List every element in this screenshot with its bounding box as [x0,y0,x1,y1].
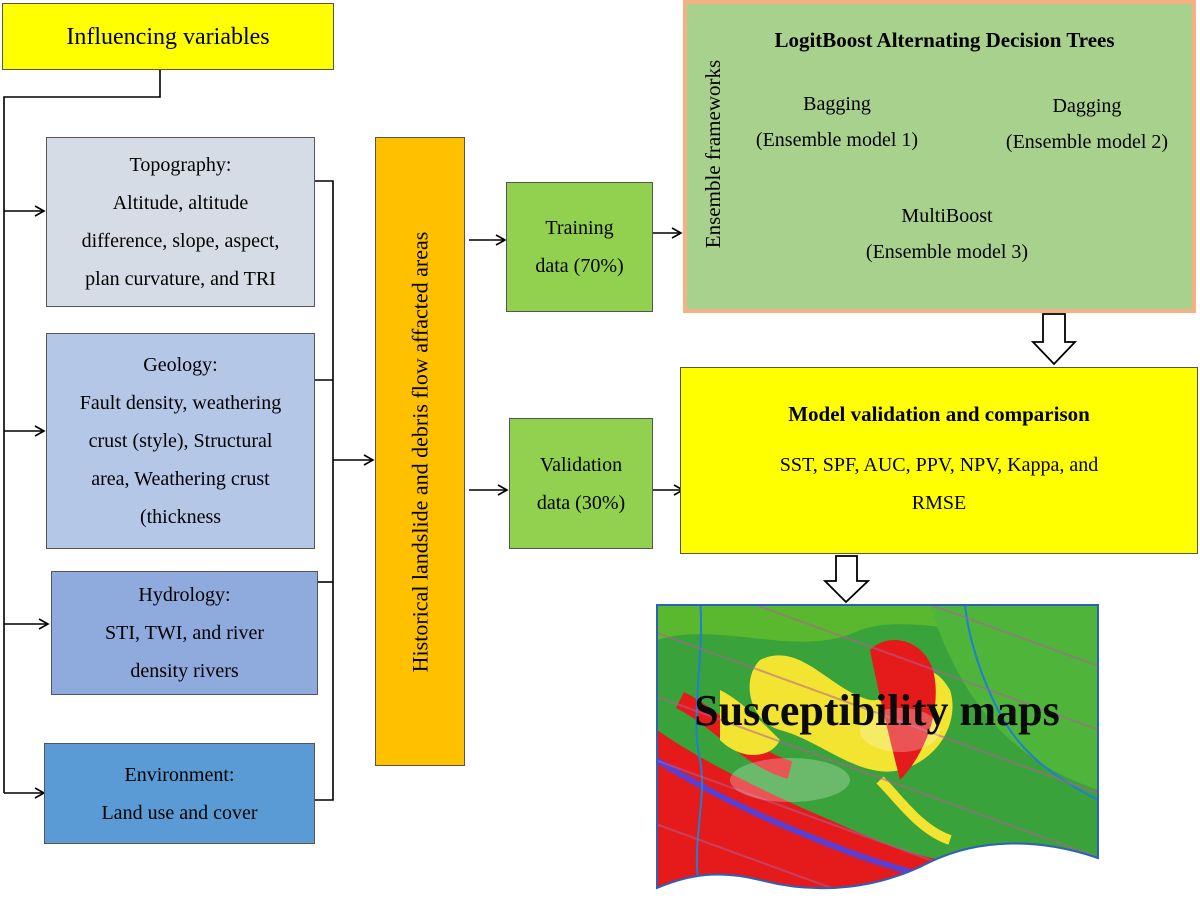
block-arrow-down-1 [1030,313,1078,366]
model-validation-box: Model validation and comparison SST, SPF… [680,367,1198,554]
block-arrow-down-2 [822,555,871,604]
training-data-box: Training data (70%) [506,182,653,312]
environment-box: Environment: Land use and cover [44,743,315,844]
multiboost-model: MultiBoost (Ensemble model 3) [865,205,1029,263]
susceptibility-map-image [657,605,1098,889]
bagging-model: Bagging (Ensemble model 1) [755,93,919,151]
historical-landslide-label: Historical landslide and debris flow aff… [407,231,433,673]
ensemble-side-label: Ensemble frameworks [701,59,725,249]
model-validation-title: Model validation and comparison [788,402,1090,426]
susceptibility-maps-title: Susceptibility maps [694,686,1060,735]
influencing-variables-box: Influencing variables [2,3,334,70]
ensemble-title: LogitBoost Alternating Decision Trees [774,28,1115,52]
environment-title: Environment: [124,763,235,786]
topography-title: Topography: [129,154,232,176]
hydrology-box: Hydrology: STI, TWI, and river density r… [51,571,318,695]
hydrology-title: Hydrology: [138,584,231,606]
collect-bracket [315,180,334,801]
geology-title: Geology: [143,354,218,376]
influencing-variables-label: Influencing variables [66,23,270,50]
dagging-model: Dagging (Ensemble model 2) [1005,95,1169,153]
geology-box: Geology: Fault density, weathering crust… [46,333,315,549]
ensemble-frameworks-box: Ensemble frameworks LogitBoost Alternati… [683,0,1196,313]
topography-box: Topography: Altitude, altitude differenc… [46,137,315,307]
influencing-bracket [3,70,161,793]
historical-landslide-box: Historical landslide and debris flow aff… [375,137,465,766]
validation-data-box: Validation data (30%) [509,418,653,549]
